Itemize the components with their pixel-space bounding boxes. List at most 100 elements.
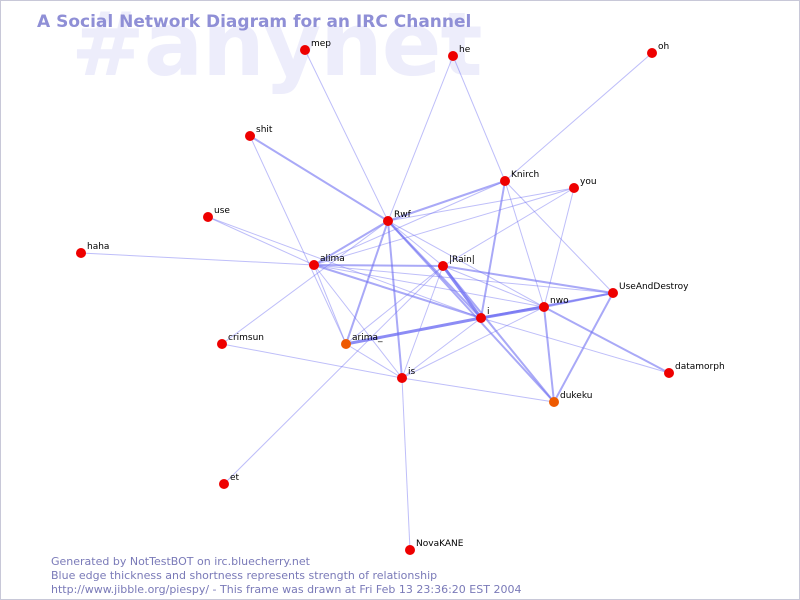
node-label-oh: oh (658, 42, 669, 52)
node-is: is (397, 367, 416, 383)
edge-Knirch-Rwf (387, 180, 506, 222)
edge-Rwf-crimsun (221, 220, 389, 345)
node-label-NovaKANE: NovaKANE (416, 539, 464, 549)
edges-layer (80, 49, 670, 551)
node-label-you: you (580, 177, 597, 187)
edge-i-is (401, 317, 482, 379)
node-oh: oh (647, 42, 669, 58)
node-dot-et (219, 479, 229, 489)
node-alima: alima (309, 254, 345, 270)
node-NovaKANE: NovaKANE (405, 539, 464, 555)
edge-you-nwo (543, 187, 575, 308)
channel-watermark: #anynet (71, 0, 483, 96)
edge-Rain-dukeku (442, 265, 555, 403)
node-dot-mep (300, 45, 310, 55)
edge-alima-Rain (313, 264, 444, 267)
edge-Rwf-Rain (387, 220, 444, 267)
node-dot-Knirch (500, 176, 510, 186)
node-Rwf: Rwf (383, 210, 412, 226)
node-he: he (448, 45, 471, 61)
node-arima: arima_ (341, 333, 383, 349)
edge-NovaKANE-is (401, 377, 411, 551)
node-Knirch: Knirch (500, 170, 539, 186)
node-dot-haha (76, 248, 86, 258)
node-label-nwo: nwo (550, 296, 569, 306)
edge-use-i (207, 216, 482, 319)
node-label-Rain: |Rain| (449, 255, 475, 265)
node-you: you (569, 177, 597, 193)
node-i: i (476, 307, 490, 323)
node-Rain: |Rain| (438, 255, 475, 271)
node-label-Rwf: Rwf (394, 210, 412, 220)
edge-Rwf-alima (313, 220, 389, 266)
node-mep: mep (300, 39, 331, 55)
edge-use-alima (207, 216, 315, 266)
node-UseAndDestroy: UseAndDestroy (608, 282, 689, 298)
edge-Knirch-i (480, 180, 506, 319)
node-dot-is (397, 373, 407, 383)
node-label-Knirch: Knirch (511, 170, 539, 180)
edge-crimsun-is (221, 343, 403, 379)
node-dot-he (448, 51, 458, 61)
edge-Rwf-dukeku (387, 220, 555, 403)
edge-i-arima (344, 316, 483, 346)
node-label-UseAndDestroy: UseAndDestroy (619, 282, 689, 292)
node-label-use: use (214, 206, 230, 216)
edge-UseAndDestroy-dukeku (553, 292, 614, 403)
edge-alima-nwo (313, 264, 545, 308)
node-dot-alima (309, 260, 319, 270)
edge-Knirch-alima (313, 180, 506, 266)
node-dot-dukeku (549, 397, 559, 407)
node-dot-Rwf (383, 216, 393, 226)
node-label-haha: haha (87, 242, 109, 252)
edge-alima-UseAndDestroy (313, 264, 614, 294)
node-label-mep: mep (311, 39, 331, 49)
edge-arima-is (345, 343, 403, 379)
node-label-he: he (459, 45, 471, 55)
edge-Rwf-nwo (387, 220, 545, 308)
node-use: use (203, 206, 230, 222)
edge-Knirch-UseAndDestroy (504, 180, 614, 294)
node-datamorph: datamorph (664, 362, 725, 378)
footer-frame-info: http://www.jibble.org/piespy/ - This fra… (51, 583, 522, 596)
node-dot-i (476, 313, 486, 323)
node-label-et: et (230, 473, 240, 483)
node-dot-arima (341, 339, 351, 349)
edge-shit-Rwf (249, 135, 389, 222)
node-dot-shit (245, 131, 255, 141)
edge-i-datamorph (480, 317, 670, 374)
edge-Rwf-is (387, 220, 403, 379)
footer: Generated by NotTestBOT on irc.bluecherr… (51, 555, 521, 597)
node-dot-use (203, 212, 213, 222)
edge-Rain-nwo (442, 265, 545, 308)
node-dot-oh (647, 48, 657, 58)
edge-is-dukeku (401, 377, 555, 403)
node-label-arima: arima_ (352, 333, 383, 343)
node-dot-datamorph (664, 368, 674, 378)
node-label-datamorph: datamorph (675, 362, 725, 372)
node-dot-you (569, 183, 579, 193)
edge-you-Rwf (387, 187, 575, 222)
node-label-alima: alima (320, 254, 345, 264)
edge-alima-arima (313, 264, 347, 345)
edge-et-Rain (223, 265, 444, 485)
footer-legend-note: Blue edge thickness and shortness repres… (51, 569, 438, 582)
edge-nwo-UseAndDestroy (543, 292, 614, 308)
node-haha: haha (76, 242, 109, 258)
node-label-shit: shit (256, 125, 273, 135)
edge-Rain-UseAndDestroy (442, 265, 614, 294)
node-label-dukeku: dukeku (560, 391, 592, 401)
edge-you-alima (313, 187, 575, 266)
edge-alima-i (313, 264, 482, 319)
footer-generated-by: Generated by NotTestBOT on irc.bluecherr… (51, 555, 310, 568)
edge-Rain-is (401, 265, 444, 379)
edge-nwo-datamorph (543, 306, 670, 374)
node-label-crimsun: crimsun (228, 333, 264, 343)
node-et: et (219, 473, 240, 489)
diagram-title: A Social Network Diagram for an IRC Chan… (37, 12, 472, 32)
node-dot-nwo (539, 302, 549, 312)
edge-he-Knirch (452, 55, 506, 182)
edge-mep-Rwf (304, 49, 389, 222)
